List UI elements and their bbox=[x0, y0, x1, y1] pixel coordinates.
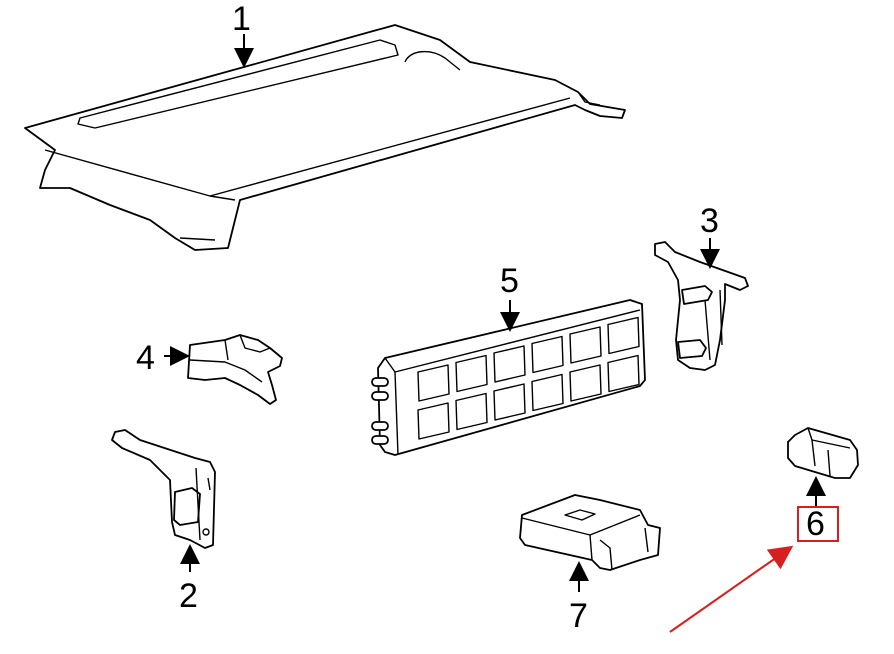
part-4-bracket bbox=[187, 334, 283, 405]
part-7-block bbox=[519, 494, 661, 571]
part-3-bracket bbox=[654, 241, 749, 371]
callout-2: 2 bbox=[179, 577, 198, 615]
grid-cell bbox=[493, 345, 526, 383]
callout-1: 1 bbox=[232, 0, 251, 38]
part-1-panel bbox=[24, 24, 626, 251]
callout-4: 4 bbox=[136, 339, 155, 377]
callout-3: 3 bbox=[700, 202, 719, 240]
grid-cell bbox=[417, 402, 450, 440]
callout-7: 7 bbox=[569, 597, 588, 635]
grid-cell bbox=[493, 383, 526, 421]
grid-cell bbox=[607, 316, 640, 355]
grid-cell bbox=[607, 354, 640, 393]
grid-cell bbox=[455, 392, 488, 431]
grid-cell bbox=[569, 326, 602, 364]
red-pointer-arrow bbox=[669, 545, 794, 633]
grid-cell bbox=[455, 354, 488, 393]
grid-cell bbox=[531, 373, 564, 412]
callout-6: 6 bbox=[806, 505, 825, 543]
callout-5: 5 bbox=[500, 262, 519, 300]
grid-cell bbox=[531, 335, 564, 374]
leader-lines bbox=[164, 34, 826, 592]
part-2-clip bbox=[111, 429, 216, 549]
grid-cell bbox=[569, 364, 602, 402]
part-5-grid-block bbox=[371, 299, 646, 456]
grid-cell bbox=[417, 364, 450, 402]
callout-6-highlight-box bbox=[797, 506, 839, 542]
part-6-cap bbox=[787, 427, 859, 479]
